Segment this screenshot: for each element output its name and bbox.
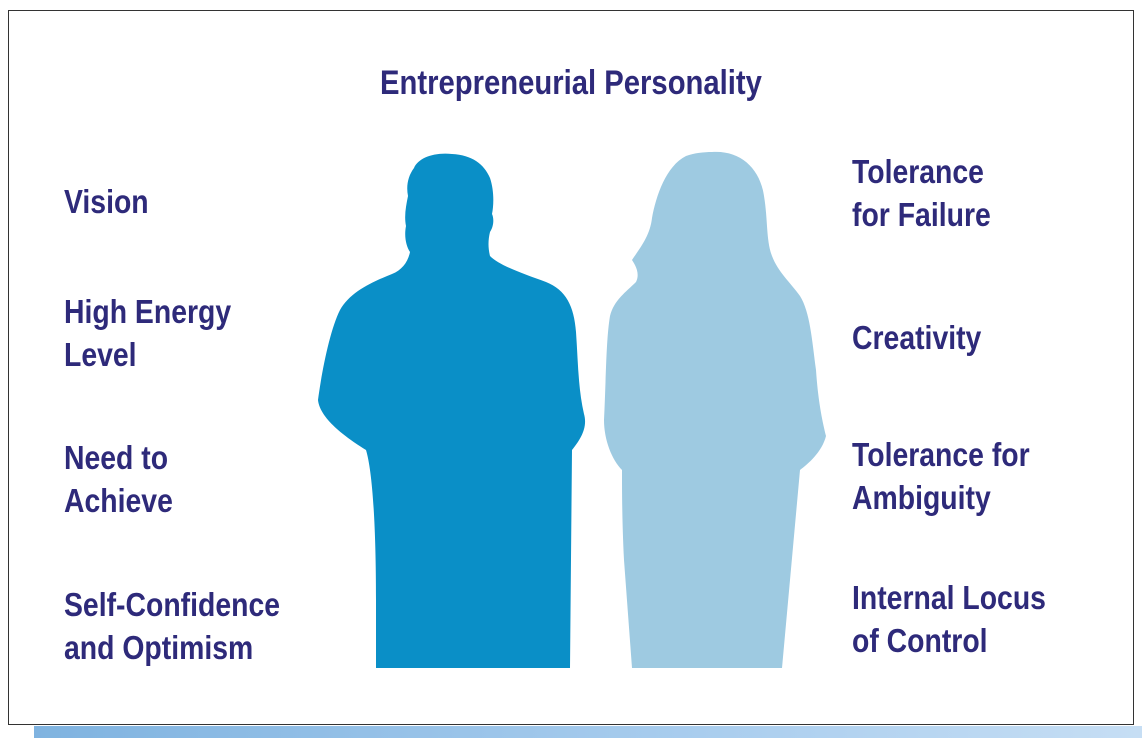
trait-tolerance-for-ambiguity: Tolerance for Ambiguity <box>852 436 1030 516</box>
male-silhouette-icon <box>318 153 586 668</box>
trait-self-confidence-and-optimism: Self-Confidence and Optimism <box>64 586 281 666</box>
trait-tolerance-for-failure: Tolerance for Failure <box>852 153 991 233</box>
diagram-title: Entrepreneurial Personality <box>380 64 762 102</box>
bottom-accent-bar <box>34 726 1142 738</box>
trait-vision: Vision <box>64 183 149 220</box>
female-silhouette-icon <box>604 151 826 668</box>
trait-need-to-achieve: Need to Achieve <box>64 439 173 519</box>
trait-internal-locus-of-control: Internal Locus of Control <box>852 579 1046 659</box>
trait-high-energy-level: High Energy Level <box>64 293 232 373</box>
trait-creativity: Creativity <box>852 319 982 356</box>
